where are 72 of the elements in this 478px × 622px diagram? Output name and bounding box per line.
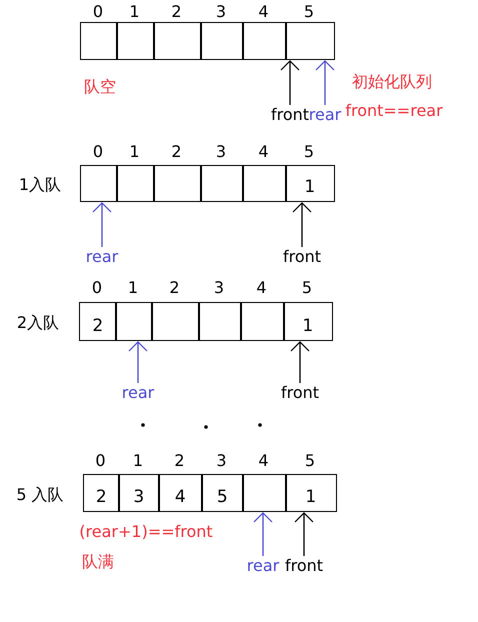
- index-number: 0: [95, 451, 106, 471]
- index-number: 5: [304, 451, 316, 471]
- arrow: [292, 202, 312, 247]
- pointer-label: front: [284, 556, 324, 576]
- state-note: 队满: [82, 552, 114, 572]
- arrow: [294, 512, 314, 556]
- state-note: 队空: [84, 77, 116, 97]
- step-label: 2入队: [16, 313, 60, 333]
- index-number: 2: [174, 451, 185, 471]
- index-number: 2: [171, 142, 182, 162]
- array-cell: 4: [158, 474, 202, 512]
- array-cell: 2: [83, 474, 120, 512]
- pointer-label: front: [270, 105, 310, 125]
- index-number: 1: [132, 451, 144, 471]
- index-number: 2: [171, 2, 182, 22]
- index-number: 4: [258, 2, 269, 22]
- index-number: 1: [128, 278, 138, 298]
- array-cell: [200, 22, 244, 60]
- index-number: 5: [304, 142, 314, 162]
- array-cell: [116, 165, 154, 202]
- condition-note: front==rear: [345, 101, 443, 121]
- index-number: 3: [216, 451, 227, 471]
- array-cell: [153, 165, 202, 202]
- index-number: 1: [129, 2, 140, 22]
- array-cell: 1: [283, 302, 332, 341]
- array-cell: [285, 22, 334, 60]
- array-cell: [80, 165, 118, 202]
- index-number: 4: [258, 142, 269, 162]
- index-number: 3: [216, 2, 226, 22]
- pointer-label: rear: [246, 556, 280, 576]
- index-number: 0: [92, 2, 104, 22]
- arrow: [280, 60, 300, 105]
- array-cell: [116, 22, 154, 60]
- array-cell: [242, 165, 286, 202]
- index-number: 0: [92, 278, 102, 298]
- array-cell: [151, 302, 200, 341]
- pointer-label: front: [282, 247, 322, 267]
- state-note: 初始化队列: [352, 72, 432, 92]
- array-cell: [80, 22, 118, 60]
- index-number: 2: [169, 278, 180, 298]
- array-cell: [115, 302, 152, 341]
- arrow: [128, 341, 148, 383]
- array-cell: [242, 22, 286, 60]
- step-label: 5 入队: [16, 485, 64, 505]
- step-label: 1入队: [18, 175, 62, 195]
- index-number: 4: [256, 278, 267, 298]
- array-cell: [242, 474, 286, 512]
- arrow: [253, 512, 273, 556]
- index-number: 3: [214, 278, 224, 298]
- index-number: 3: [216, 142, 226, 162]
- index-number: 1: [129, 142, 140, 162]
- index-number: 4: [258, 451, 269, 471]
- index-number: 0: [92, 142, 104, 162]
- array-cell: [153, 22, 202, 60]
- array-cell: 1: [285, 165, 334, 202]
- arrow: [92, 202, 112, 247]
- arrow: [315, 60, 335, 105]
- array-cell: 2: [79, 302, 116, 341]
- pointer-label: rear: [308, 105, 342, 125]
- array-cell: [198, 302, 242, 341]
- condition-note: (rear+1)==front: [79, 522, 213, 542]
- pointer-label: rear: [86, 247, 118, 267]
- pointer-label: front: [280, 383, 320, 403]
- array-cell: 5: [201, 474, 244, 512]
- index-number: 5: [302, 278, 312, 298]
- array-cell: [240, 302, 284, 341]
- array-cell: 3: [118, 474, 160, 512]
- array-cell: [200, 165, 244, 202]
- arrow: [290, 341, 310, 383]
- array-cell: 1: [285, 474, 336, 512]
- index-number: 5: [304, 2, 314, 22]
- pointer-label: rear: [122, 383, 154, 403]
